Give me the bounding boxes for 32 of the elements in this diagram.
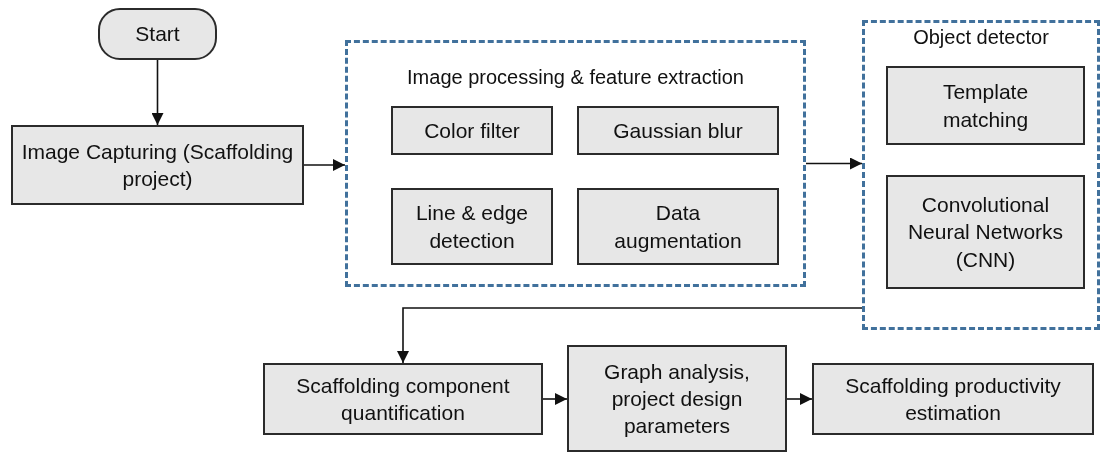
process-box <box>812 363 1094 435</box>
process-box <box>263 363 543 435</box>
box-label: Gaussian blur <box>613 117 743 144</box>
process-box <box>577 188 779 265</box>
process-box <box>567 345 787 452</box>
box-label: Template matching <box>941 79 1030 133</box>
group-title: Object detector <box>912 25 1050 49</box>
arrow <box>805 157 863 170</box>
process-box <box>391 188 553 265</box>
box-label: Color filter <box>424 117 520 144</box>
arrow <box>303 159 346 171</box>
arrow <box>786 393 813 405</box>
arrow <box>151 59 164 126</box>
box-label: Image Capturing (Scaffolding project) <box>20 138 295 192</box>
group-title: Image processing & feature extraction <box>406 65 745 89</box>
box-label: Scaffolding productivity estimation <box>844 372 1062 426</box>
process-box <box>886 175 1085 289</box>
box-label: Graph analysis, project design parameters <box>603 358 751 440</box>
box-label: Line & edge detection <box>414 200 530 254</box>
arrow <box>397 307 863 364</box>
box-label: Start <box>135 21 180 48</box>
dashed-group-frame <box>862 20 1100 330</box>
process-box <box>577 106 779 155</box>
box-label: Scaffolding component quantification <box>295 372 511 426</box>
dashed-group-frame <box>345 40 806 287</box>
arrow <box>542 393 568 405</box>
box-label: Convolutional Neural Networks (CNN) <box>906 192 1065 273</box>
process-box <box>391 106 553 155</box>
process-box <box>886 66 1085 145</box>
process-box <box>11 125 304 205</box>
box-label: Data augmentation <box>613 200 743 254</box>
start-terminal <box>98 8 217 60</box>
